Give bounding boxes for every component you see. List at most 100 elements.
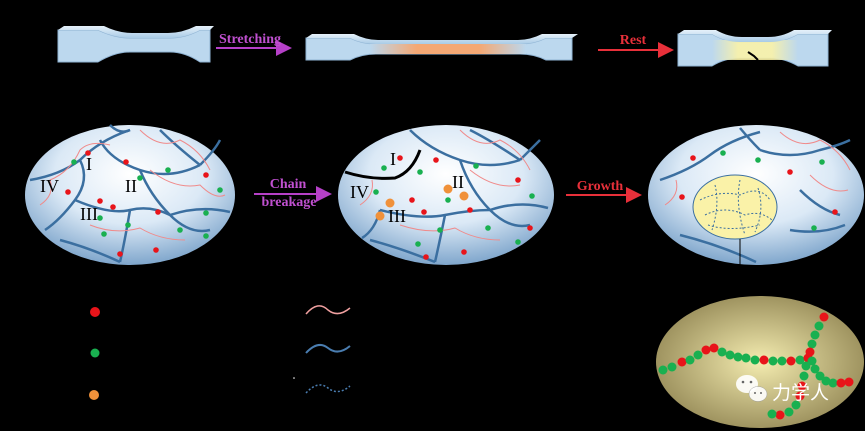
region-label-3: III (80, 204, 98, 224)
bead-chains (658, 312, 854, 420)
red-dot (397, 155, 403, 161)
orange-dot (385, 198, 395, 208)
label-growth: Growth (577, 179, 624, 194)
red-dot (85, 150, 91, 156)
label-breakage: breakage (262, 195, 317, 210)
red-dot (515, 177, 521, 183)
red-bead (797, 381, 807, 391)
zoom-detail (656, 296, 864, 428)
region-label-1: I (86, 154, 92, 174)
green-dot (515, 239, 521, 245)
green-dot (437, 227, 443, 233)
green-dot (71, 159, 77, 165)
green-bead (725, 350, 735, 360)
red-dot (433, 157, 439, 163)
green-dot (415, 241, 421, 247)
red-bead (795, 391, 805, 401)
red-bead (844, 377, 854, 387)
red-dot (421, 209, 427, 215)
orange-dot (443, 184, 453, 194)
green-bead (667, 362, 677, 372)
green-bead (750, 355, 760, 365)
green-dot (819, 159, 825, 165)
green-dot (381, 165, 387, 171)
green-dot (485, 225, 491, 231)
red-bead (677, 357, 687, 367)
red-dot (527, 225, 533, 231)
green-bead (717, 347, 727, 357)
green-dot (811, 225, 817, 231)
green-bead (685, 355, 695, 365)
green-dot (417, 169, 423, 175)
green-bead (815, 371, 825, 381)
legend-green-dot (90, 348, 100, 358)
green-bead (767, 409, 777, 419)
red-dot (123, 159, 129, 165)
red-dot (679, 194, 685, 200)
red-dot (409, 197, 415, 203)
region-label-4: IV (40, 176, 59, 196)
red-bead (836, 378, 846, 388)
green-dot (97, 215, 103, 221)
watermark-text: 力学人 (772, 382, 829, 404)
red-dot (423, 254, 429, 260)
green-bead (807, 339, 817, 349)
red-dot (832, 209, 838, 215)
green-dot (137, 175, 143, 181)
specimen-rested (677, 30, 832, 67)
green-dot (165, 167, 171, 173)
green-bead (784, 407, 794, 417)
green-dot (217, 187, 223, 193)
green-dot (203, 233, 209, 239)
watermark: 力学人 (736, 375, 829, 404)
green-bead (791, 400, 801, 410)
legend-red-dot (90, 307, 100, 317)
green-bead (795, 355, 805, 365)
red-bead (709, 343, 719, 353)
label-chain: Chain (270, 177, 307, 192)
green-bead (658, 365, 668, 375)
green-dot (473, 163, 479, 169)
green-dot (529, 193, 535, 199)
specimen-stretched (305, 34, 578, 61)
region-label-4: IV (350, 182, 369, 202)
legend (89, 305, 351, 400)
green-dot (101, 231, 107, 237)
green-bead (810, 364, 820, 374)
red-bead (786, 356, 796, 366)
orange-dot (375, 211, 385, 221)
legend-orange-dot (89, 390, 99, 400)
label-rest: Rest (620, 33, 647, 48)
green-bead (768, 356, 778, 366)
red-dot (467, 207, 473, 213)
green-bead (814, 321, 824, 331)
red-dot (155, 209, 161, 215)
region-label-3: III (388, 206, 406, 226)
region-label-1: I (390, 149, 396, 169)
red-dot (690, 155, 696, 161)
red-bead (805, 347, 815, 357)
red-bead (701, 345, 711, 355)
green-dot (445, 197, 451, 203)
region-label-2: II (452, 172, 464, 192)
network-ellipse-3 (648, 125, 864, 268)
green-dot (125, 222, 131, 228)
red-bead (759, 355, 769, 365)
green-dot (755, 157, 761, 163)
red-dot (203, 172, 209, 178)
green-dot (720, 150, 726, 156)
label-stretching: Stretching (219, 32, 281, 47)
green-bead (828, 378, 838, 388)
green-bead (807, 356, 817, 366)
green-bead (801, 361, 811, 371)
red-dot (65, 189, 71, 195)
orange-dot (459, 191, 469, 201)
red-dot (110, 204, 116, 210)
red-dot (97, 198, 103, 204)
legend-pink-chain (305, 305, 351, 315)
green-bead (777, 356, 787, 366)
red-dot (787, 169, 793, 175)
green-dot (373, 189, 379, 195)
